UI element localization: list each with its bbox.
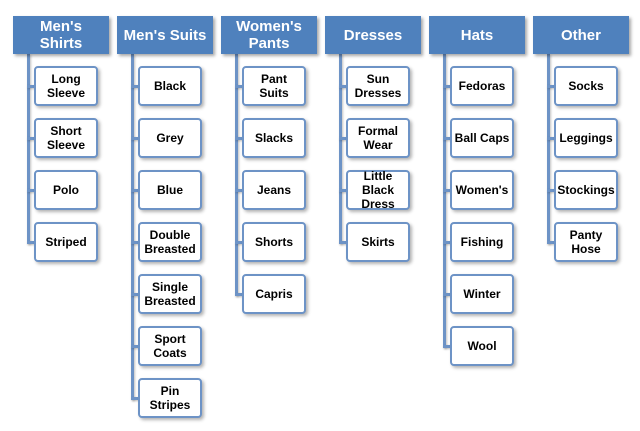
connector-horizontal: [235, 241, 243, 244]
subcategory-box-polo: Polo: [34, 170, 98, 210]
category-header-men-s-suits: Men's Suits: [117, 16, 213, 54]
subcategory-box-jeans: Jeans: [242, 170, 306, 210]
connector-horizontal: [27, 241, 35, 244]
connector-vertical: [235, 54, 238, 296]
connector-vertical: [131, 54, 134, 400]
connector-horizontal: [443, 189, 451, 192]
connector-horizontal: [547, 189, 555, 192]
subcategory-box-pin-stripes: Pin Stripes: [138, 378, 202, 418]
connector-vertical: [547, 54, 550, 244]
connector-horizontal: [27, 85, 35, 88]
category-header-other: Other: [533, 16, 629, 54]
connector-horizontal: [339, 241, 347, 244]
connector-vertical: [27, 54, 30, 244]
connector-horizontal: [235, 137, 243, 140]
connector-horizontal: [339, 85, 347, 88]
subcategory-box-ball-caps: Ball Caps: [450, 118, 514, 158]
connector-horizontal: [443, 293, 451, 296]
connector-horizontal: [547, 241, 555, 244]
category-header-hats: Hats: [429, 16, 525, 54]
connector-horizontal: [27, 189, 35, 192]
connector-horizontal: [235, 85, 243, 88]
connector-horizontal: [443, 345, 451, 348]
connector-horizontal: [131, 189, 139, 192]
subcategory-box-blue: Blue: [138, 170, 202, 210]
subcategory-box-pant-suits: Pant Suits: [242, 66, 306, 106]
subcategory-box-panty-hose: Panty Hose: [554, 222, 618, 262]
subcategory-box-capris: Capris: [242, 274, 306, 314]
subcategory-box-shorts: Shorts: [242, 222, 306, 262]
connector-horizontal: [131, 137, 139, 140]
subcategory-box-striped: Striped: [34, 222, 98, 262]
connector-horizontal: [443, 137, 451, 140]
connector-vertical: [443, 54, 446, 348]
subcategory-box-women-s: Women's: [450, 170, 514, 210]
subcategory-box-fedoras: Fedoras: [450, 66, 514, 106]
connector-horizontal: [131, 241, 139, 244]
subcategory-box-wool: Wool: [450, 326, 514, 366]
subcategory-box-skirts: Skirts: [346, 222, 410, 262]
connector-horizontal: [27, 137, 35, 140]
connector-horizontal: [235, 293, 243, 296]
connector-horizontal: [131, 293, 139, 296]
connector-horizontal: [443, 241, 451, 244]
subcategory-box-stockings: Stockings: [554, 170, 618, 210]
subcategory-box-black: Black: [138, 66, 202, 106]
connector-horizontal: [547, 137, 555, 140]
subcategory-box-socks: Socks: [554, 66, 618, 106]
connector-horizontal: [339, 137, 347, 140]
subcategory-box-fishing: Fishing: [450, 222, 514, 262]
connector-horizontal: [547, 85, 555, 88]
subcategory-box-slacks: Slacks: [242, 118, 306, 158]
category-header-dresses: Dresses: [325, 16, 421, 54]
subcategory-box-grey: Grey: [138, 118, 202, 158]
connector-horizontal: [131, 345, 139, 348]
connector-vertical: [339, 54, 342, 244]
connector-horizontal: [339, 189, 347, 192]
subcategory-box-leggings: Leggings: [554, 118, 618, 158]
connector-horizontal: [443, 85, 451, 88]
connector-horizontal: [235, 189, 243, 192]
connector-horizontal: [131, 397, 139, 400]
subcategory-box-winter: Winter: [450, 274, 514, 314]
connector-horizontal: [131, 85, 139, 88]
